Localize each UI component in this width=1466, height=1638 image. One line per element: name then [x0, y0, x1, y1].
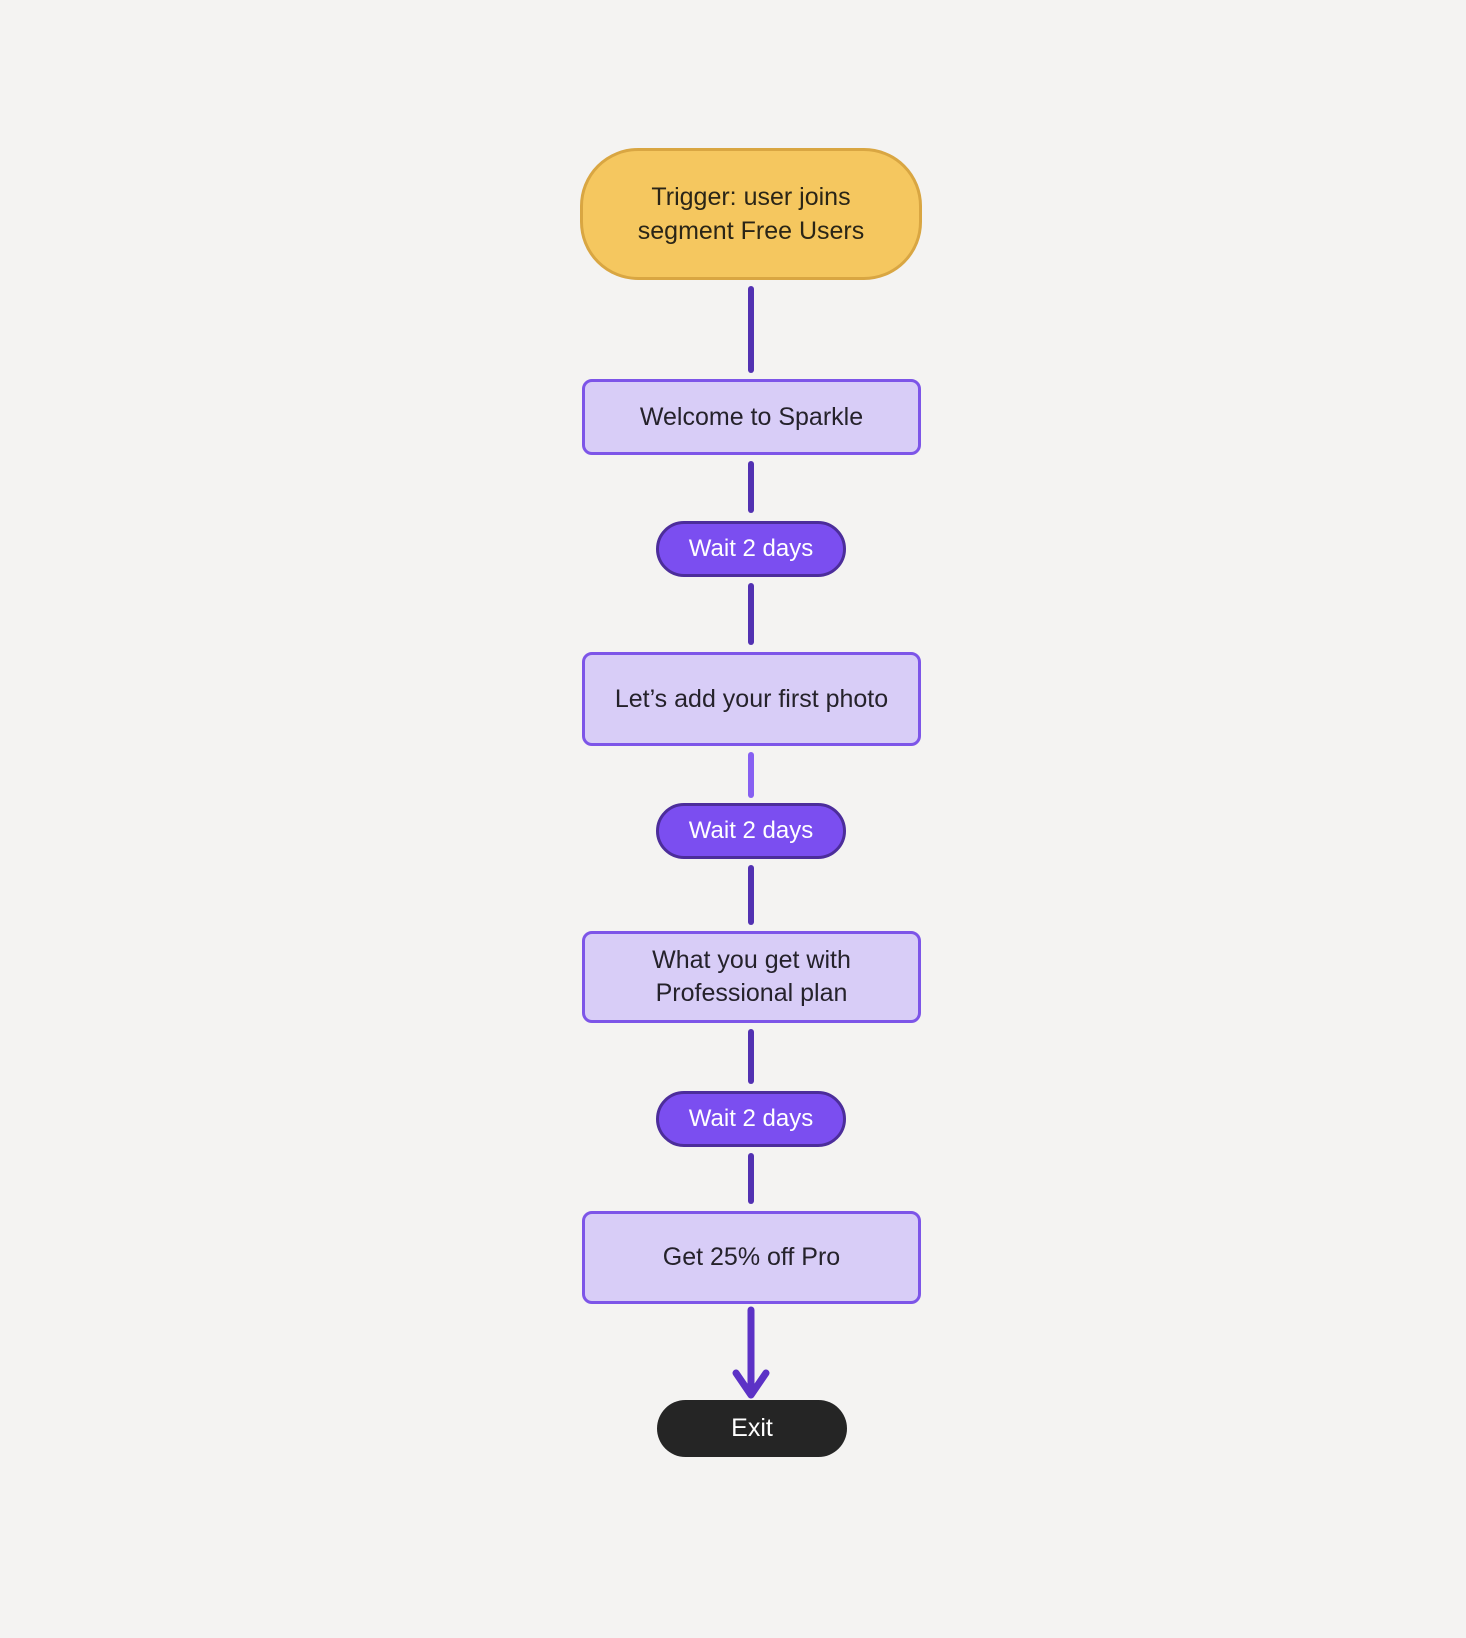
- arrowhead-icon: [732, 1369, 770, 1399]
- connector-email-2-to-wait-2: [748, 752, 754, 798]
- exit-node[interactable]: Exit: [657, 1400, 847, 1457]
- wait-node-label: Wait 2 days: [688, 1105, 814, 1132]
- arrow-connector-to-exit: [732, 1306, 770, 1399]
- email-node-label-line-2: Professional plan: [655, 979, 848, 1007]
- email-node-label-line-1: What you get with: [652, 946, 851, 974]
- trigger-node[interactable]: Trigger: user joins segment Free Users: [580, 148, 922, 280]
- connector-wait-1-to-email-2: [748, 583, 754, 645]
- trigger-node-label-line-2: segment Free Users: [637, 217, 865, 245]
- wait-node-1[interactable]: Wait 2 days: [656, 521, 846, 577]
- wait-node-label: Wait 2 days: [688, 817, 814, 844]
- connector-trigger-to-email-1: [748, 286, 754, 373]
- wait-node-2[interactable]: Wait 2 days: [656, 803, 846, 859]
- email-node-first-photo[interactable]: Let’s add your first photo: [582, 652, 921, 746]
- connector-wait-2-to-email-3: [748, 865, 754, 925]
- email-node-label: Welcome to Sparkle: [639, 402, 864, 431]
- exit-node-label: Exit: [731, 1414, 773, 1442]
- email-node-professional-plan[interactable]: What you get with Professional plan: [582, 931, 921, 1023]
- email-node-discount[interactable]: Get 25% off Pro: [582, 1211, 921, 1304]
- trigger-node-label-line-1: Trigger: user joins: [651, 183, 851, 211]
- email-node-label: Let’s add your first photo: [614, 684, 889, 713]
- connector-wait-3-to-email-4: [748, 1153, 754, 1204]
- connector-email-3-to-wait-3: [748, 1029, 754, 1084]
- email-node-label: Get 25% off Pro: [662, 1243, 841, 1271]
- wait-node-label: Wait 2 days: [688, 535, 814, 562]
- wait-node-3[interactable]: Wait 2 days: [656, 1091, 846, 1147]
- connector-email-1-to-wait-1: [748, 461, 754, 513]
- email-node-welcome[interactable]: Welcome to Sparkle: [582, 379, 921, 455]
